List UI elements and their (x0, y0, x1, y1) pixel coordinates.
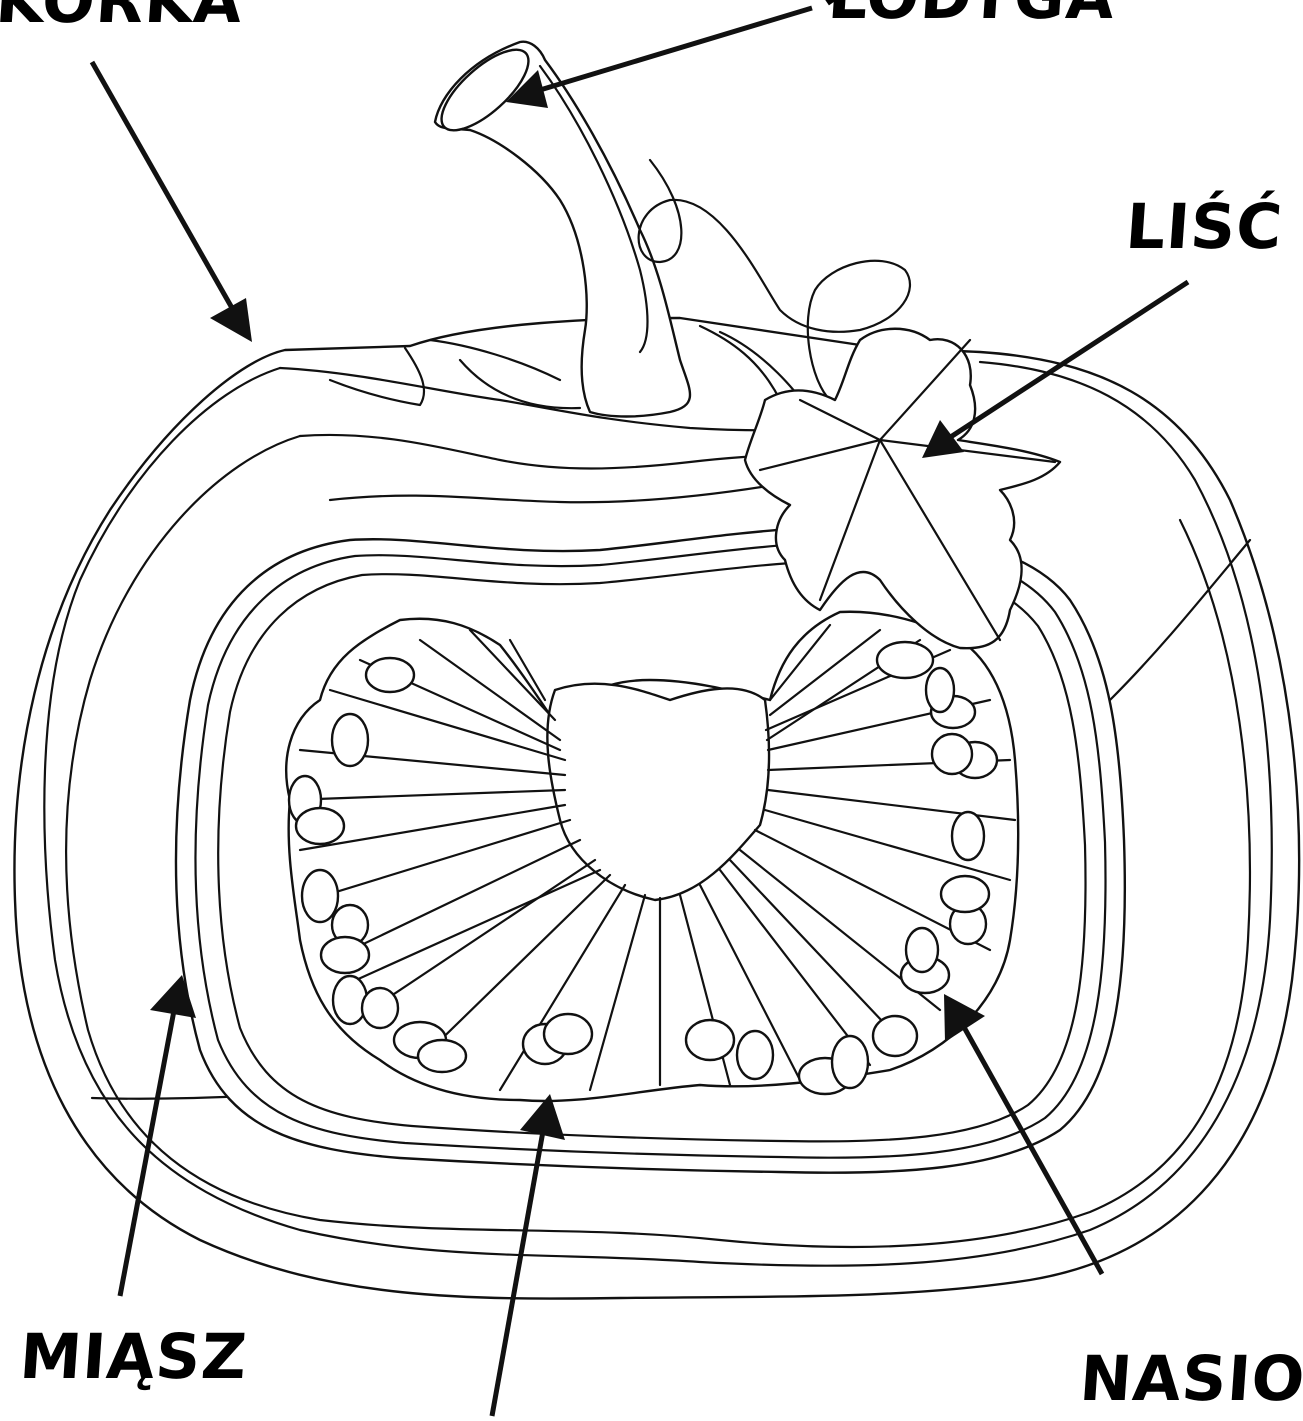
label-nasiona: NASIONA (1078, 1348, 1303, 1410)
label-korka: KORKA (0, 0, 245, 32)
label-lodyga: ŁODYGA (826, 0, 1117, 28)
arrow-korka (92, 62, 252, 342)
label-miasz: MIĄSZ (18, 1326, 250, 1388)
label-lisc: LIŚĆ (1124, 196, 1285, 258)
